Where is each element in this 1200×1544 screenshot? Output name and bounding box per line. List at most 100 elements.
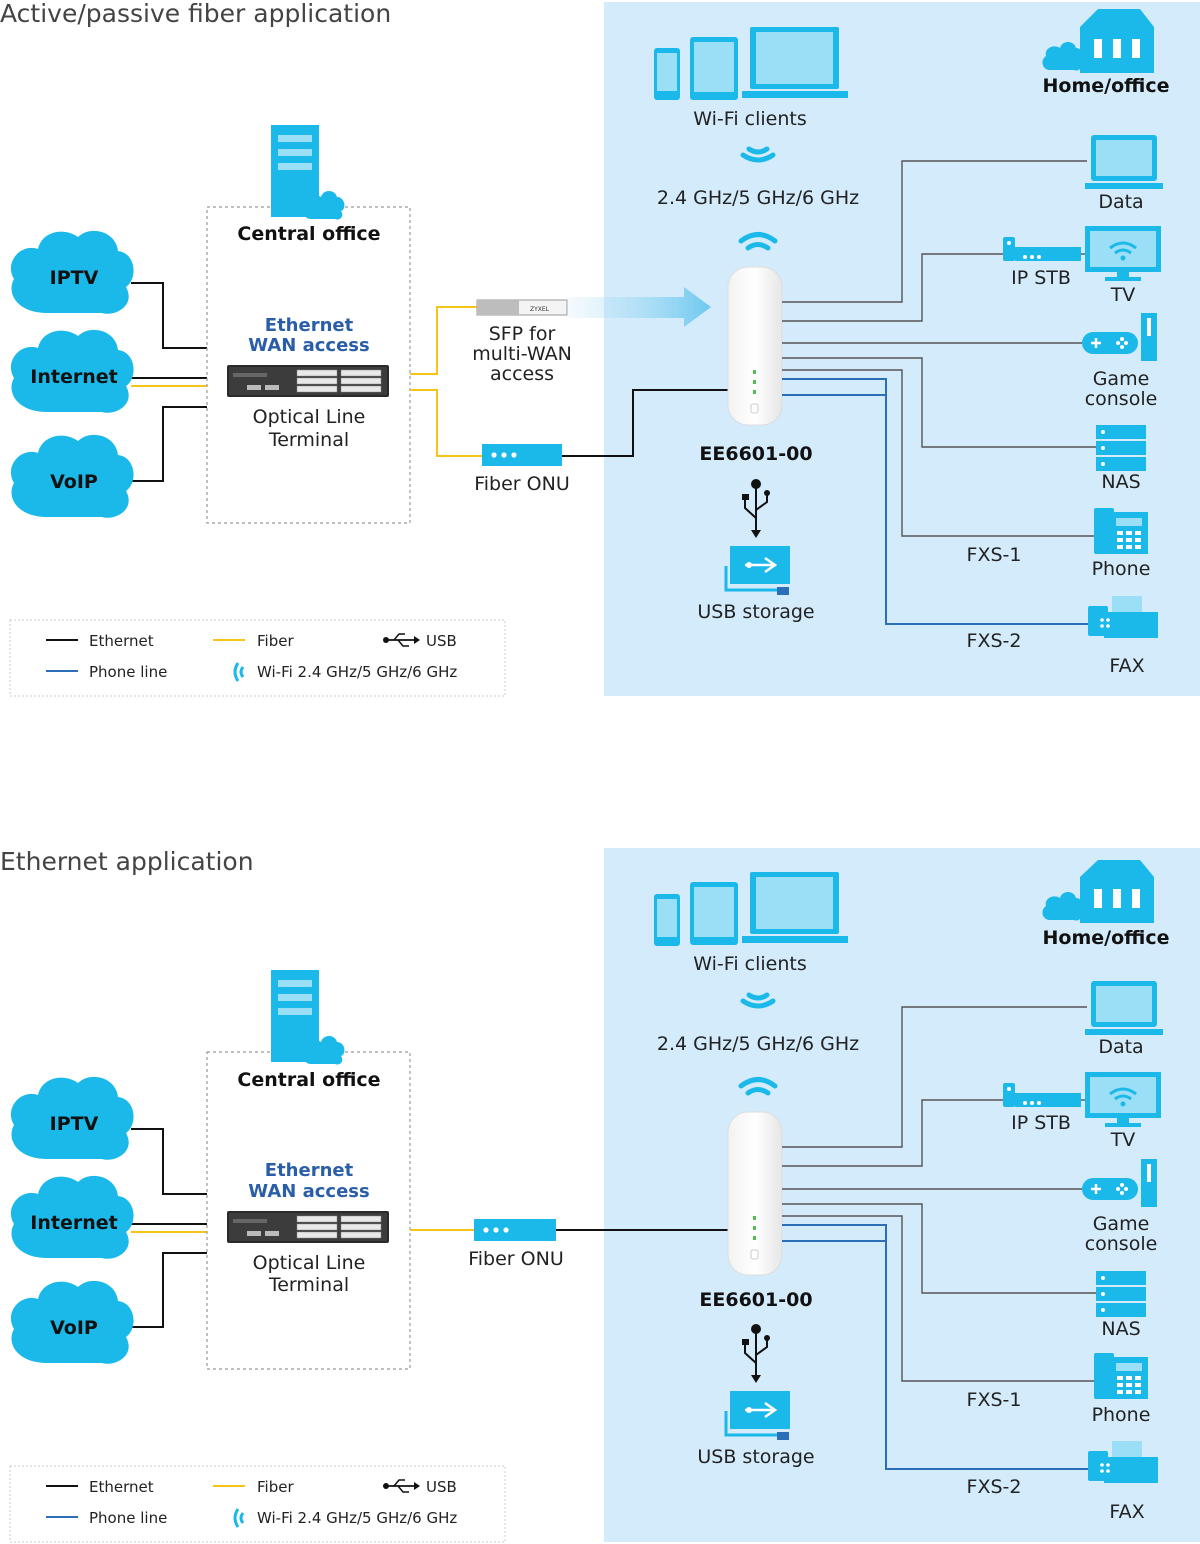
data-label: Data (1098, 1036, 1143, 1058)
legend-fiber: Fiber (257, 1478, 294, 1496)
data-laptop-icon (1085, 981, 1163, 1035)
game-console-label-line1: Game (1093, 368, 1150, 390)
fxs1-label: FXS-1 (967, 544, 1022, 566)
home-office-label: Home/office (1043, 927, 1170, 949)
cloud-label-iptv: IPTV (50, 1113, 99, 1135)
wifi-clients-label: Wi-Fi clients (693, 108, 806, 130)
legend-usb: USB (426, 632, 457, 650)
olt-device-icon (226, 364, 390, 398)
sfp-label-line2: multi-WAN (472, 343, 572, 365)
fax-label: FAX (1109, 1501, 1144, 1523)
onu-icon (482, 444, 562, 466)
usb-storage-icon (724, 1391, 790, 1440)
wifi-clients-label: Wi-Fi clients (693, 953, 806, 975)
section-title: Active/passive fiber application (0, 0, 391, 28)
legend-phone-line: Phone line (89, 1509, 167, 1527)
ip-stb-icon (1003, 1083, 1081, 1107)
legend-usb-icon (383, 633, 420, 647)
legend: Ethernet Fiber USB Phone line Wi-Fi 2.4 … (9, 1465, 506, 1543)
server-icon (271, 125, 345, 220)
home-office-label: Home/office (1043, 75, 1170, 97)
game-console-icon (1082, 313, 1157, 361)
cloud-label-internet: Internet (30, 1212, 117, 1234)
fxs1-label: FXS-1 (967, 1389, 1022, 1411)
game-console-label-line2: console (1085, 1233, 1158, 1255)
home-office-icon (1042, 860, 1154, 923)
router-device-icon (727, 1111, 783, 1276)
wifi-clients-icon (654, 27, 848, 100)
sfp-brand-label: ZYXEL (530, 306, 550, 313)
cloud-label-internet: Internet (30, 366, 117, 388)
phone-icon (1094, 508, 1148, 554)
nas-label: NAS (1101, 471, 1140, 493)
sfp-module-icon: ZYXEL (476, 299, 568, 316)
sfp-label-line3: access (490, 363, 554, 385)
server-icon (271, 970, 345, 1065)
home-office-icon (1042, 9, 1154, 73)
olt-label-line1: Optical Line (253, 406, 366, 428)
data-label: Data (1098, 191, 1143, 213)
ip-stb-label: IP STB (1011, 267, 1071, 289)
legend-usb-icon (383, 1479, 420, 1493)
game-console-label-line2: console (1085, 388, 1158, 410)
ip-stb-label: IP STB (1011, 1112, 1071, 1134)
legend-wifi: Wi-Fi 2.4 GHz/5 GHz/6 GHz (257, 1509, 457, 1527)
section-active-passive-fiber: Active/passive fiber application Central… (0, 0, 1200, 697)
legend-wifi: Wi-Fi 2.4 GHz/5 GHz/6 GHz (257, 663, 457, 681)
onu-icon (474, 1219, 556, 1241)
fxs2-label: FXS-2 (967, 630, 1022, 652)
onu-label: Fiber ONU (468, 1248, 564, 1270)
data-laptop-icon (1085, 135, 1163, 189)
phone-icon (1094, 1353, 1148, 1399)
legend-phone-line: Phone line (89, 663, 167, 681)
legend-wifi-icon (233, 1508, 245, 1528)
sfp-signal-arrow (567, 287, 711, 327)
olt-label-line2: Terminal (268, 429, 349, 451)
olt-label-line2: Terminal (268, 1274, 349, 1296)
usb-storage-icon (724, 546, 790, 595)
usb-storage-label: USB storage (697, 601, 814, 623)
phone-label: Phone (1092, 1404, 1151, 1426)
tv-label: TV (1110, 284, 1136, 306)
legend-wifi-icon (233, 662, 245, 682)
ip-stb-icon (1003, 237, 1081, 261)
cloud-label-voip: VoIP (50, 1317, 98, 1339)
wifi-up-icon (738, 1077, 778, 1096)
legend-ethernet: Ethernet (89, 1478, 154, 1496)
usb-symbol-icon (742, 1324, 770, 1383)
fax-icon (1088, 1441, 1158, 1483)
onu-label: Fiber ONU (474, 473, 570, 495)
fax-label: FAX (1109, 655, 1144, 677)
bands-label: 2.4 GHz/5 GHz/6 GHz (657, 1033, 859, 1055)
legend-fiber: Fiber (257, 632, 294, 650)
fax-icon (1088, 596, 1158, 638)
nas-icon (1096, 1271, 1146, 1317)
phone-label: Phone (1092, 558, 1151, 580)
central-office-label: Central office (237, 223, 380, 245)
device-label: EE6601-00 (699, 1289, 812, 1311)
tv-icon (1085, 226, 1161, 281)
nas-icon (1096, 425, 1146, 471)
legend-usb: USB (426, 1478, 457, 1496)
router-device-icon (727, 266, 783, 426)
central-office-label: Central office (237, 1069, 380, 1091)
wifi-down-icon (740, 992, 776, 1009)
fxs2-label: FXS-2 (967, 1476, 1022, 1498)
wan-label-line2: WAN access (248, 1181, 369, 1202)
legend-ethernet: Ethernet (89, 632, 154, 650)
tv-icon (1085, 1072, 1161, 1127)
central-office-box (206, 1051, 411, 1370)
nas-label: NAS (1101, 1318, 1140, 1340)
wan-label-line1: Ethernet (265, 315, 354, 336)
section-ethernet-application: Ethernet application Central office Ethe… (0, 847, 1200, 1543)
usb-symbol-icon (742, 479, 770, 538)
wan-label-line2: WAN access (248, 335, 369, 356)
game-console-label-line1: Game (1093, 1213, 1150, 1235)
central-office-box (206, 206, 411, 524)
cloud-label-voip: VoIP (50, 471, 98, 493)
wifi-up-icon (738, 232, 778, 251)
sfp-label-line1: SFP for (489, 323, 556, 345)
wifi-clients-icon (654, 872, 848, 946)
section-title: Ethernet application (0, 847, 254, 876)
